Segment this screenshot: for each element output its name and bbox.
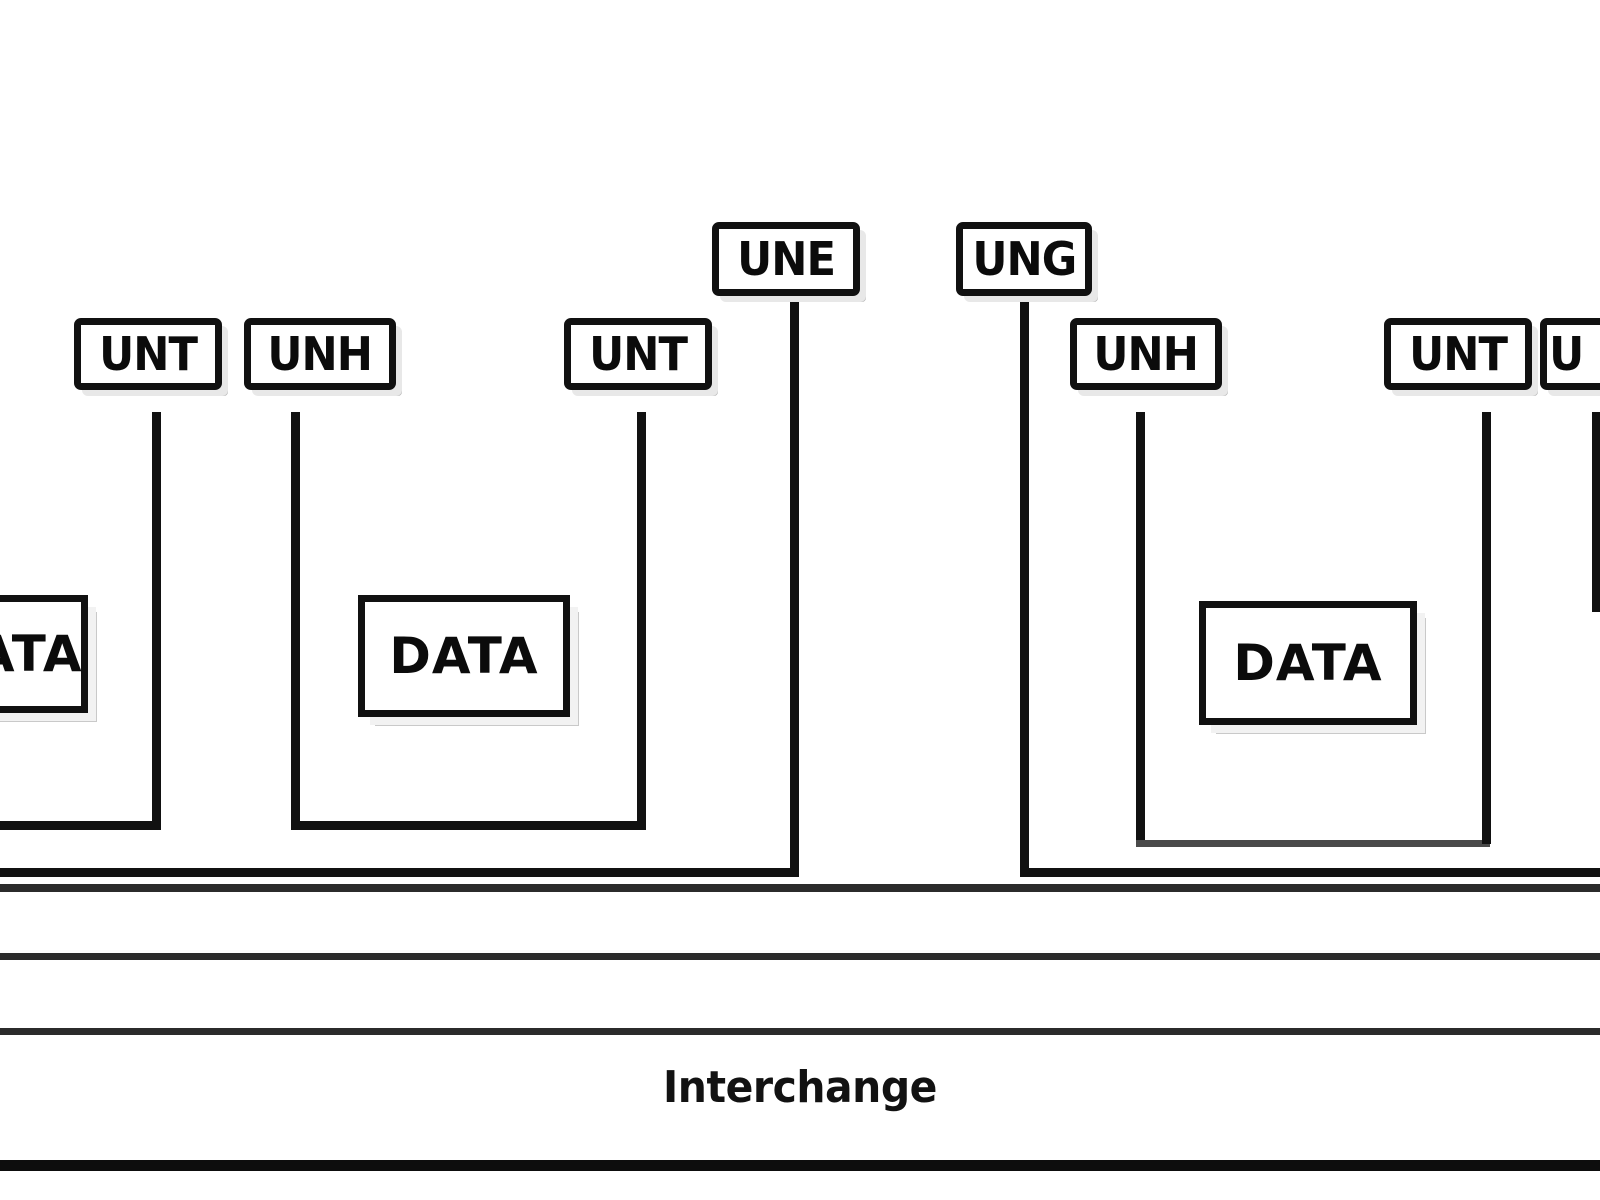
connector-unt-left-vertical: [152, 412, 161, 830]
segment-box-ung-label: UNG: [972, 232, 1077, 286]
connector-ung-foot: [1020, 868, 1600, 877]
segment-box-une: UNE: [712, 222, 860, 296]
connector-unt-mid-vertical: [637, 412, 646, 830]
connector-unt-right-vertical: [1482, 412, 1491, 844]
interchange-caption: Interchange: [663, 1062, 937, 1113]
interchange-rule-3: [0, 1028, 1600, 1035]
connector-une-vertical: [790, 298, 799, 876]
connector-unh-right-vertical: [1136, 412, 1145, 844]
connector-message-bracket-foot-right: [1136, 840, 1490, 847]
connector-ung-vertical: [1020, 298, 1029, 876]
segment-box-unt-mid: UNT: [564, 318, 712, 390]
segment-box-unt-clipped: U: [1540, 318, 1600, 390]
interchange-rule-2: [0, 953, 1600, 960]
segment-box-unh-left-label: UNH: [267, 327, 374, 381]
segment-box-unh-right: UNH: [1070, 318, 1222, 390]
connector-unt-clipped-vertical: [1592, 412, 1600, 612]
segment-box-unt-clipped-label: U: [1548, 327, 1584, 381]
segment-box-ung: UNG: [956, 222, 1092, 296]
segment-box-unh-left: UNH: [244, 318, 396, 390]
connector-unh-left-vertical: [291, 412, 300, 830]
segment-box-unt-mid-label: UNT: [589, 327, 688, 381]
data-box-mid-label: DATA: [389, 627, 539, 685]
segment-box-une-label: UNE: [736, 232, 836, 286]
connector-unt-left-foot: [0, 821, 160, 830]
connector-une-foot: [0, 868, 799, 877]
connector-message-bracket-foot-left: [291, 821, 646, 830]
segment-box-unt-left: UNT: [74, 318, 222, 390]
data-box-left-label: DATA: [0, 625, 83, 683]
interchange-rule-1: [0, 884, 1600, 892]
segment-box-unt-left-label: UNT: [99, 327, 198, 381]
segment-box-unh-right-label: UNH: [1093, 327, 1200, 381]
segment-box-unt-right-label: UNT: [1409, 327, 1508, 381]
data-box-right: DATA: [1199, 601, 1417, 725]
interchange-rule-4: [0, 1160, 1600, 1171]
segment-box-unt-right: UNT: [1384, 318, 1532, 390]
data-box-left: DATA: [0, 595, 88, 713]
data-box-mid: DATA: [358, 595, 570, 717]
data-box-right-label: DATA: [1233, 634, 1383, 692]
